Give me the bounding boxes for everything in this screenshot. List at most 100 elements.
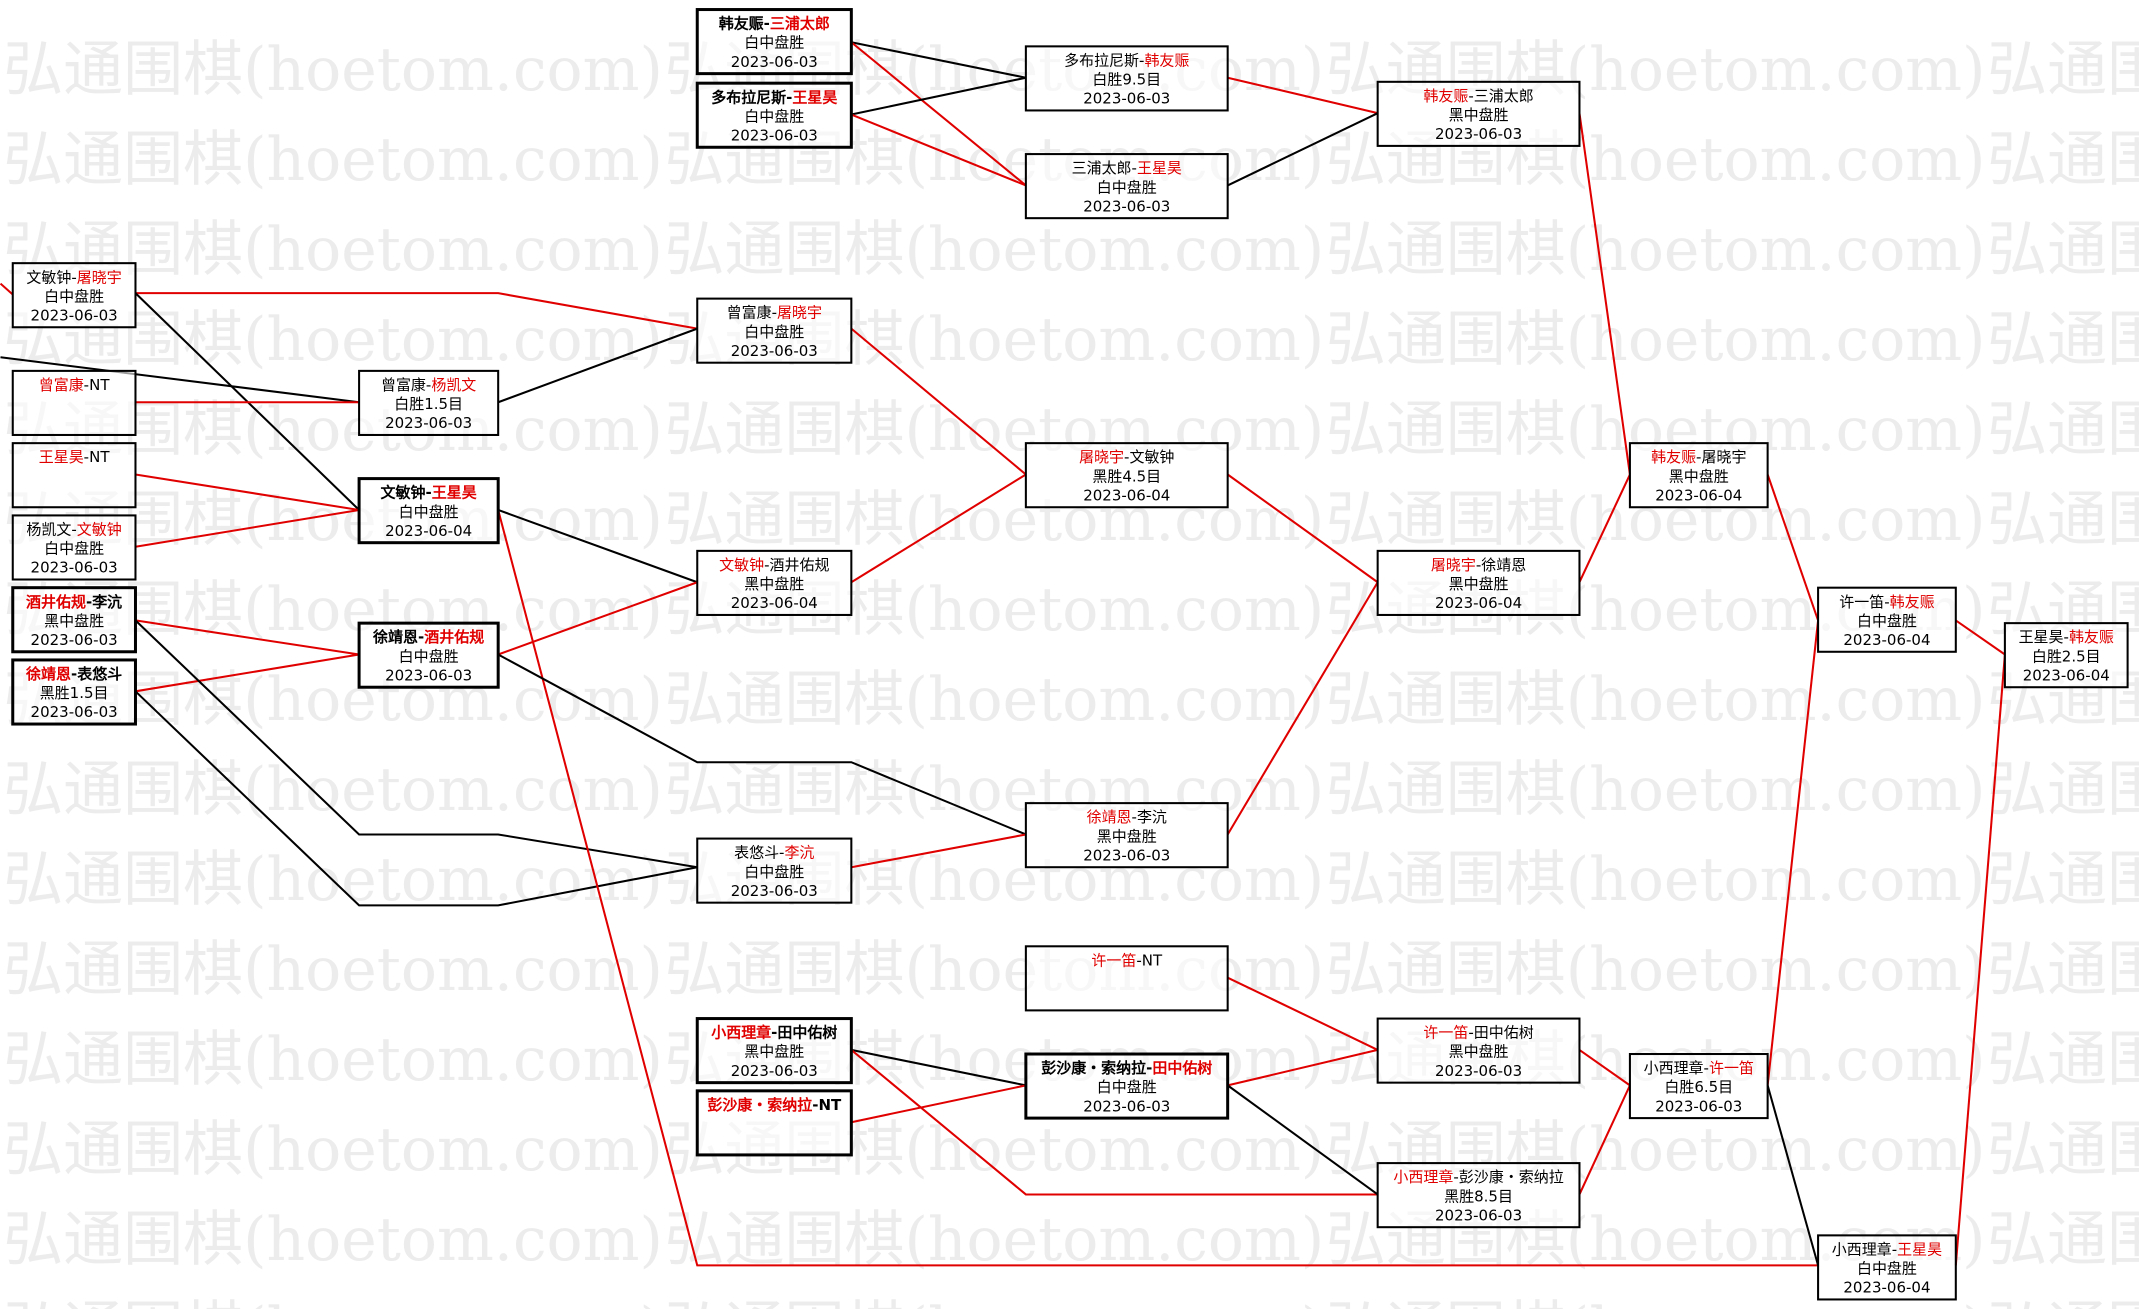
match-box[interactable]: 王星昊-NT	[11, 442, 137, 509]
winner-connector-line	[1954, 654, 2006, 1266]
winner-connector-line	[135, 619, 360, 656]
watermark-text: 弘通围棋(hoetom.com)	[1326, 845, 1986, 915]
match-box[interactable]: 曾富康-NT	[11, 369, 137, 436]
winner-connector-line	[135, 653, 360, 693]
player-white: 田中佑树	[1152, 1059, 1212, 1077]
match-box-border	[1024, 802, 1229, 869]
match-result: 黑胜8.5目	[1444, 1187, 1513, 1205]
match-players: 文敏钟-王星昊	[381, 484, 477, 502]
match-date: 2023-06-03	[31, 306, 118, 324]
watermark-text: 弘通围棋(hoetom.com)	[1987, 1205, 2139, 1275]
winner-connector-line	[1766, 474, 1820, 621]
winner-connector-line	[850, 1049, 1378, 1196]
player-black: 多布拉尼斯	[711, 88, 786, 106]
winner-connector-line	[0, 282, 14, 296]
separator: -	[1476, 556, 1481, 574]
match-result: 黑胜1.5目	[40, 684, 109, 702]
player-white: NT	[1142, 951, 1163, 969]
player-white: 李沆	[784, 844, 814, 862]
winner-connector-line	[497, 581, 698, 656]
separator: -	[418, 628, 424, 646]
separator: -	[1468, 1024, 1473, 1042]
winner-connector-line	[850, 41, 1027, 187]
match-date: 2023-06-04	[1655, 486, 1742, 504]
player-white: 李沆	[91, 593, 122, 611]
match-result: 白胜6.5目	[1664, 1078, 1733, 1096]
loser-connector-line	[497, 653, 1027, 836]
player-black: 王星昊	[2019, 628, 2064, 646]
match-players: 徐靖恩-李沆	[1087, 808, 1167, 826]
separator: -	[1132, 808, 1137, 826]
player-black: 韩友赈	[1651, 448, 1696, 466]
loser-connector-line	[851, 1048, 1027, 1087]
player-white: 韩友赈	[1144, 51, 1189, 69]
match-box[interactable]: 许一笛-NT	[1024, 945, 1229, 1012]
player-white: 韩友赈	[2069, 628, 2114, 646]
winner-connector-line	[1578, 1084, 1631, 1195]
match-box[interactable]: 彭沙康・索纳拉-NT	[695, 1089, 853, 1157]
watermark-text: 弘通围棋(hoetom.com)	[1987, 485, 2139, 555]
player-white: 酒井佑规	[424, 628, 484, 646]
player-black: 小西理章	[1393, 1168, 1453, 1186]
separator: -	[772, 304, 777, 322]
watermark-text: 弘通围棋(hoetom.com)	[1987, 305, 2139, 375]
watermark-text: 弘通围棋(hoetom.com)	[1987, 1115, 2139, 1185]
separator: -	[2064, 628, 2069, 646]
watermark-text: 弘通围棋(hoetom.com)	[1987, 755, 2139, 825]
winner-connector-line	[1578, 474, 1631, 583]
match-result: 黑中盘胜	[1449, 575, 1509, 593]
match-players: 小西理章-许一笛	[1644, 1059, 1754, 1077]
match-date: 2023-06-04	[2023, 666, 2110, 684]
player-white: 彭沙康・索纳拉	[1459, 1168, 1564, 1186]
player-black: 文敏钟	[26, 268, 71, 286]
match-result: 白中盘胜	[744, 107, 804, 125]
match-players: 屠晓宇-文敏钟	[1079, 448, 1174, 466]
match-result: 白中盘胜	[44, 287, 104, 305]
match-box-border	[695, 1017, 853, 1085]
match-players: 徐靖恩-表悠斗	[25, 665, 122, 683]
player-white: NT	[89, 448, 110, 466]
match-players: 许一笛-田中佑树	[1423, 1024, 1533, 1042]
match-players: 多布拉尼斯-韩友赈	[1064, 51, 1189, 69]
match-players: 三浦太郎-王星昊	[1072, 159, 1182, 177]
watermark-text: 弘通围棋(hoetom.com)	[1987, 1025, 2139, 1095]
separator: -	[1892, 1240, 1897, 1258]
player-black: 屠晓宇	[1079, 448, 1124, 466]
player-white: 徐靖恩	[1481, 556, 1526, 574]
match-box-border	[696, 297, 853, 364]
match-players: 小西理章-王星昊	[1832, 1240, 1942, 1258]
match-result: 黑中盘胜	[1449, 1043, 1509, 1061]
match-players: 文敏钟-屠晓宇	[26, 268, 121, 286]
player-black: 屠晓宇	[1431, 556, 1476, 574]
match-players: 王星昊-韩友赈	[2019, 628, 2114, 646]
match-result: 黑中盘胜	[1669, 467, 1729, 485]
winner-connector-line	[135, 508, 360, 548]
